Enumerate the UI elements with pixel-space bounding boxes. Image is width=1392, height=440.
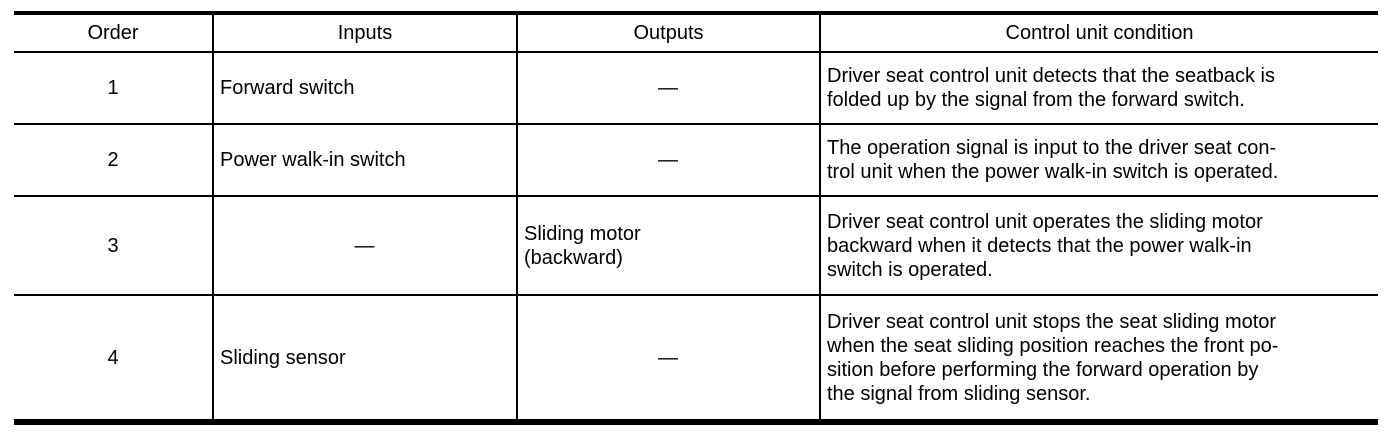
cell-order: 1 bbox=[107, 77, 119, 99]
cell-outputs: — bbox=[516, 52, 820, 124]
cell-outputs: Sliding motor (backward) bbox=[516, 196, 820, 295]
header-order: Order bbox=[87, 22, 139, 44]
cell-condition: The operation signal is input to the dri… bbox=[819, 124, 1378, 196]
header-outputs: Outputs bbox=[516, 13, 820, 52]
table-row: 1 Forward switch — Driver seat control u… bbox=[14, 52, 1378, 124]
header-row: Order Inputs Outputs Control unit condit… bbox=[14, 13, 1378, 52]
cell-order: 3 bbox=[107, 234, 119, 257]
control-unit-condition-table: Order Inputs Outputs Control unit condit… bbox=[14, 11, 1378, 425]
cell-condition: Driver seat control unit operates the sl… bbox=[819, 196, 1378, 295]
table-row: 2 Power walk-in switch — The operation s… bbox=[14, 124, 1378, 196]
header-condition: Control unit condition bbox=[819, 13, 1378, 52]
cell-condition: Driver seat control unit stops the seat … bbox=[819, 295, 1378, 422]
cell-outputs: — bbox=[516, 295, 820, 422]
cell-condition: Driver seat control unit detects that th… bbox=[819, 52, 1378, 124]
cell-outputs: — bbox=[516, 124, 820, 196]
cell-order: 4 bbox=[107, 346, 119, 369]
cell-inputs: Power walk-in switch bbox=[212, 124, 517, 196]
table-row: 3 — Sliding motor (backward) Driver seat… bbox=[14, 196, 1378, 295]
header-inputs: Inputs bbox=[212, 13, 517, 52]
cell-order: 2 bbox=[107, 149, 119, 171]
cell-inputs: Forward switch bbox=[212, 52, 517, 124]
table-row: 4 Sliding sensor — Driver seat control u… bbox=[14, 295, 1378, 422]
cell-inputs: Sliding sensor bbox=[212, 295, 517, 422]
cell-inputs: — bbox=[212, 196, 517, 295]
